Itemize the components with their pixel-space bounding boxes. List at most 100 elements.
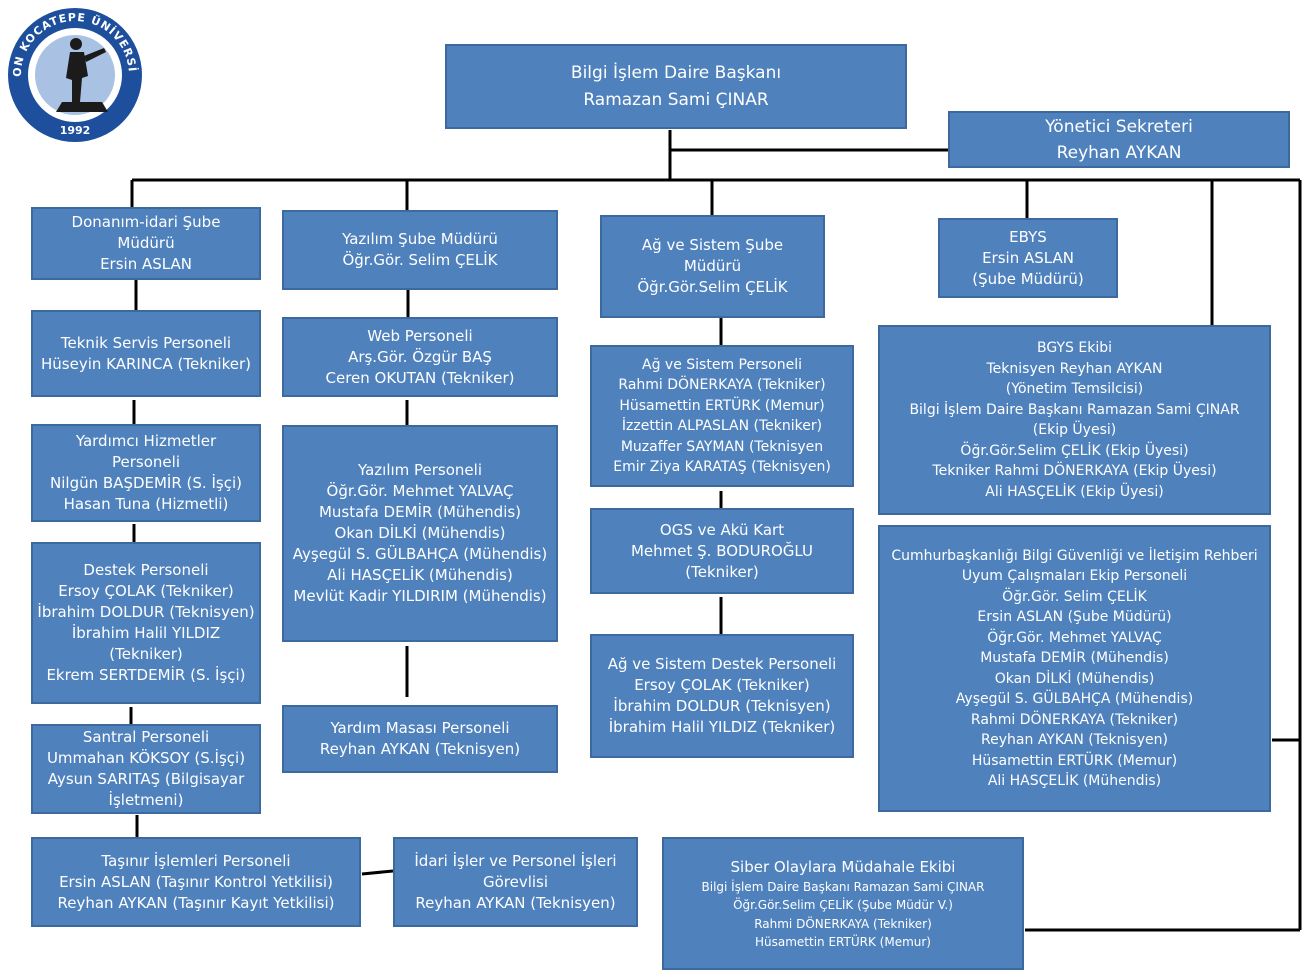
box-line: İbrahim DOLDUR (Teknisyen): [613, 697, 831, 715]
box-line: Ersin ASLAN: [100, 255, 192, 273]
box-line: Aysun SARITAŞ (Bilgisayar: [47, 770, 245, 788]
box-secretary: Yönetici Sekreteri Reyhan AYKAN: [948, 111, 1290, 168]
box-line: Ekrem SERTDEMİR (S. İşçi): [46, 666, 246, 684]
box-line: Tekniker Rahmi DÖNERKAYA (Ekip Üyesi): [932, 463, 1217, 479]
box-line: Öğr.Gör.Selim ÇELİK (Şube Müdür V.): [733, 898, 953, 912]
box-line: Ersin ASLAN: [982, 248, 1074, 267]
box-line: Rahmi DÖNERKAYA (Tekniker): [970, 711, 1179, 728]
box-line: Hüsamettin ERTÜRK (Memur): [971, 752, 1178, 769]
box-line: İbrahim Halil YILDIZ: [71, 624, 221, 642]
box-line: Öğr.Gör.Selim ÇELİK: [637, 278, 788, 296]
box-line: Santral Personeli: [82, 728, 210, 746]
box-line: Okan DİLKİ (Mühendis): [334, 524, 506, 542]
box-line: Taşınır İşlemleri Personeli: [101, 851, 291, 870]
box-line: Ersoy ÇOLAK (Tekniker): [634, 676, 810, 694]
box-line: Müdürü: [117, 234, 175, 252]
box-line: Hüseyin KARINCA (Tekniker): [40, 354, 251, 373]
box-line: Teknisyen Reyhan AYKAN: [986, 360, 1163, 377]
box-line: Ersin ASLAN (Taşınır Kontrol Yetkilisi): [59, 872, 333, 891]
box-line: Nilgün BAŞDEMİR (S. İşçi): [50, 474, 242, 492]
box-line: Ali HASÇELİK (Mühendis): [327, 566, 513, 584]
box-line: Destek Personeli: [83, 561, 209, 579]
box-line: İzzettin ALPASLAN (Tekniker): [621, 418, 823, 434]
box-line: Hüsamettin ERTÜRK (Memur): [755, 935, 931, 949]
box-ag-ve-sistem-destek-personeli: Ağ ve Sistem Destek Personeli Ersoy ÇOLA…: [590, 634, 854, 758]
box-santral-personeli: Santral Personeli Ummahan KÖKSOY (S.İşçi…: [31, 724, 261, 814]
box-teknik-servis-personeli: Teknik Servis Personeli Hüseyin KARINCA …: [31, 310, 261, 397]
box-line: Yardımcı Hizmetler: [75, 432, 217, 450]
box-line: Ağ ve Sistem Destek Personeli: [607, 655, 837, 673]
box-line: Ağ ve Sistem Şube: [641, 236, 784, 254]
box-line: İdari İşler ve Personel İşleri: [414, 851, 617, 870]
box-siber-olaylara-mudahale-ekibi: Siber Olaylara Müdahale Ekibi Bilgi İşle…: [662, 837, 1024, 970]
head-title: Bilgi İşlem Daire Başkanı: [570, 62, 782, 83]
box-yardimci-hizmetler-personeli: Yardımcı Hizmetler Personeli Nilgün BAŞD…: [31, 424, 261, 522]
box-line: Arş.Gör. Özgür BAŞ: [348, 347, 492, 366]
box-cumhurbaskanligi-bilgi-guvenligi-ekibi: Cumhurbaşkanlığı Bilgi Güvenliği ve İlet…: [878, 525, 1271, 812]
box-line: Ağ ve Sistem Personeli: [642, 356, 802, 373]
box-line: Rahmi DÖNERKAYA (Tekniker): [754, 916, 932, 931]
box-line: Öğr.Gör. Selim ÇELİK: [1002, 588, 1147, 605]
box-line: Cumhurbaşkanlığı Bilgi Güvenliği ve İlet…: [891, 547, 1258, 564]
box-line: Hasan Tuna (Hizmetli): [63, 495, 229, 513]
box-donanim-idari-sube-muduru: Donanım-idari Şube Müdürü Ersin ASLAN: [31, 207, 261, 280]
box-ebys: EBYS Ersin ASLAN (Şube Müdürü): [938, 218, 1118, 298]
box-line: Teknik Servis Personeli: [60, 333, 232, 352]
box-line: Mehmet Ş. BODUROĞLU: [630, 541, 814, 560]
box-line: BGYS Ekibi: [1036, 340, 1113, 356]
box-line: (Ekip Üyesi): [1032, 422, 1117, 438]
box-line: Ali HASÇELİK (Mühendis): [987, 773, 1162, 789]
box-line: Emir Ziya KARATAŞ (Teknisyen): [613, 459, 831, 475]
box-yazilim-sube-muduru: Yazılım Şube Müdürü Öğr.Gör. Selim ÇELİK: [282, 210, 558, 290]
box-line: Ali HASÇELİK (Ekip Üyesi): [985, 483, 1164, 500]
box-line: Donanım-idari Şube: [71, 213, 221, 231]
box-web-personeli: Web Personeli Arş.Gör. Özgür BAŞ Ceren O…: [282, 317, 558, 397]
box-line: Rahmi DÖNERKAYA (Tekniker): [618, 377, 826, 393]
box-line: Ayşegül S. GÜLBAHÇA (Mühendis): [955, 691, 1194, 707]
box-line: Personeli: [112, 453, 180, 471]
box-yardim-masasi-personeli: Yardım Masası Personeli Reyhan AYKAN (Te…: [282, 705, 558, 773]
box-line: (Şube Müdürü): [972, 269, 1084, 288]
box-line: Ersoy ÇOLAK (Tekniker): [58, 582, 234, 600]
box-line: Yardım Masası Personeli: [330, 719, 510, 737]
secretary-title: Yönetici Sekreteri: [1045, 116, 1193, 137]
box-ag-ve-sistem-personeli: Ağ ve Sistem Personeli Rahmi DÖNERKAYA (…: [590, 345, 854, 487]
university-logo: AFYON KOCATEPE ÜNİVERSİTESİ 1992: [6, 6, 142, 142]
box-idari-isler-gorevlisi: İdari İşler ve Personel İşleri Görevlisi…: [393, 837, 638, 927]
box-ag-ve-sistem-sube-muduru: Ağ ve Sistem Şube Müdürü Öğr.Gör.Selim Ç…: [600, 215, 825, 318]
box-line: Ayşegül S. GÜLBAHÇA (Mühendis): [292, 545, 548, 563]
box-head: Bilgi İşlem Daire Başkanı Ramazan Sami Ç…: [445, 44, 907, 129]
box-line: Reyhan AYKAN (Teknisyen): [981, 732, 1168, 748]
box-line: İşletmeni): [108, 791, 184, 809]
box-line: İbrahim DOLDUR (Teknisyen): [37, 603, 255, 621]
box-line: Reyhan AYKAN (Teknisyen): [319, 740, 521, 758]
box-destek-personeli: Destek Personeli Ersoy ÇOLAK (Tekniker) …: [31, 542, 261, 704]
box-line: OGS ve Akü Kart: [659, 520, 785, 539]
box-line: Bilgi İşlem Daire Başkanı Ramazan Sami Ç…: [909, 401, 1240, 418]
connector-tasinir-idari: [361, 869, 394, 876]
box-line: Reyhan AYKAN (Teknisyen): [415, 893, 616, 912]
box-line: Muzaffer SAYMAN (Teknisyen: [620, 438, 824, 455]
box-line: Okan DİLKİ (Mühendis): [994, 670, 1155, 687]
box-line: Görevlisi: [482, 872, 549, 891]
box-bgys-ekibi: BGYS Ekibi Teknisyen Reyhan AYKAN (Yönet…: [878, 325, 1271, 515]
box-line: (Tekniker): [109, 645, 183, 663]
secretary-name: Reyhan AYKAN: [1056, 142, 1182, 163]
box-line: Bilgi İşlem Daire Başkanı Ramazan Sami Ç…: [701, 879, 985, 894]
box-line: Siber Olaylara Müdahale Ekibi: [730, 857, 956, 876]
box-line: Ummahan KÖKSOY (S.İşçi): [46, 749, 246, 767]
box-line: Ceren OKUTAN (Tekniker): [325, 368, 515, 387]
soldier-figure-icon: [56, 38, 108, 112]
box-line: İbrahim Halil YILDIZ (Tekniker): [608, 718, 836, 736]
box-line: Uyum Çalışmaları Ekip Personeli: [961, 568, 1188, 584]
box-line: Ersin ASLAN (Şube Müdürü): [977, 609, 1172, 625]
box-line: Öğr.Gör. Mehmet YALVAÇ: [326, 482, 514, 500]
box-line: Web Personeli: [367, 326, 473, 345]
box-line: Mustafa DEMİR (Mühendis): [318, 503, 522, 521]
box-line: Öğr.Gör. Selim ÇELİK: [342, 251, 498, 269]
box-line: Mevlüt Kadir YILDIRIM (Mühendis): [293, 587, 547, 605]
box-line: Yazılım Şube Müdürü: [342, 230, 498, 248]
logo-year: 1992: [60, 124, 91, 137]
head-name: Ramazan Sami ÇINAR: [583, 89, 769, 110]
